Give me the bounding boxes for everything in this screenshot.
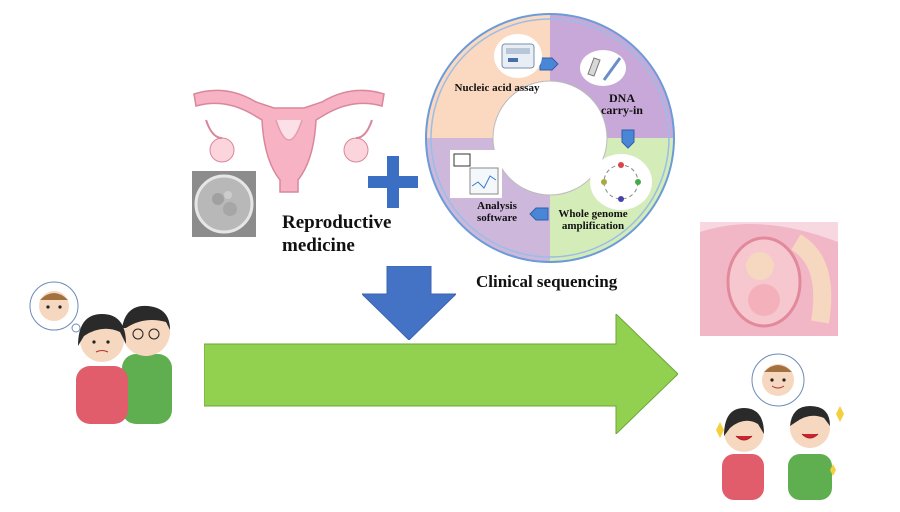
embryo-icon [192,171,256,237]
cycle-step-whole-genome-amplification: Whole genome amplification [558,208,628,232]
main-progress-arrow [204,314,678,434]
worried-couple-icon [76,305,172,424]
reproductive-medicine-label: Reproductive medicine [282,212,392,256]
cycle-step-analysis-software: Analysis software [476,200,518,224]
uterus-icon [193,89,385,193]
pregnancy-icon [700,222,838,336]
clinical-sequencing-label: Clinical sequencing [476,272,618,291]
happy-couple-icon [716,353,844,500]
down-arrow [362,266,456,340]
tube-icon [580,50,626,86]
cycle-step-nucleic-acid-assay: Nucleic acid assay [454,82,540,94]
cycle-diagram-icon [590,154,652,210]
monitor-icon [450,150,502,198]
sequencer-icon [494,34,542,78]
cycle-step-dna-carry-in: DNA carry-in [601,91,643,117]
thought-bubble-icon [29,281,85,340]
plus-icon [368,156,418,208]
